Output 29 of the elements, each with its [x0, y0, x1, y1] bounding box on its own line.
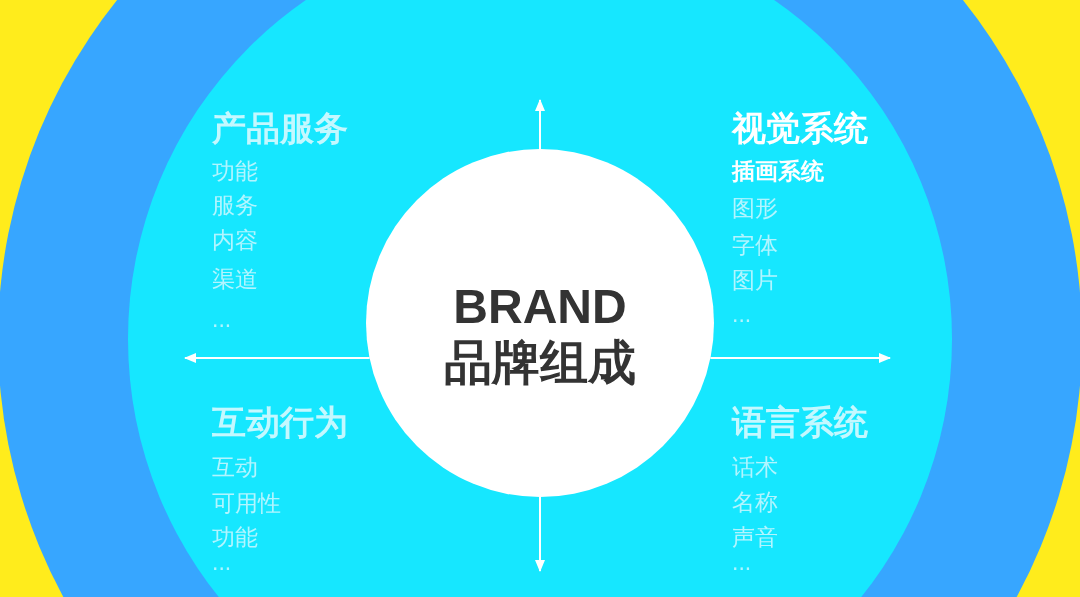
list-item: 话术 [732, 454, 778, 482]
arrow [184, 353, 371, 363]
list-item: 渠道 [212, 266, 258, 294]
center-title: BRAND [453, 281, 627, 332]
arrow [535, 99, 545, 150]
list-item: 插画系统 [732, 158, 824, 186]
list-item: 字体 [732, 232, 778, 260]
list-item: 服务 [212, 192, 258, 220]
category-heading: 语言系统 [732, 401, 868, 443]
list-item: 可用性 [212, 490, 281, 518]
list-item: 互动 [212, 454, 258, 482]
list-item: 图片 [732, 267, 778, 295]
center-subtitle: 品牌组成 [444, 338, 636, 389]
arrow [535, 496, 545, 572]
list-item: 功能 [212, 158, 258, 186]
more-items-text: ... [212, 306, 232, 334]
category-heading: 产品服务 [212, 107, 348, 149]
list-item: 功能 [212, 524, 258, 552]
list-item: 内容 [212, 227, 258, 255]
category-heading: 视觉系统 [732, 107, 868, 149]
more-items-text: ... [732, 301, 752, 329]
category-heading: 互动行为 [212, 401, 348, 443]
center-circle [366, 149, 714, 497]
more-items-text: ... [212, 549, 232, 577]
more-items-text: ... [732, 549, 752, 577]
arrow [709, 353, 891, 363]
list-item: 图形 [732, 195, 778, 223]
list-item: 名称 [732, 489, 778, 517]
list-item: 声音 [732, 524, 778, 552]
